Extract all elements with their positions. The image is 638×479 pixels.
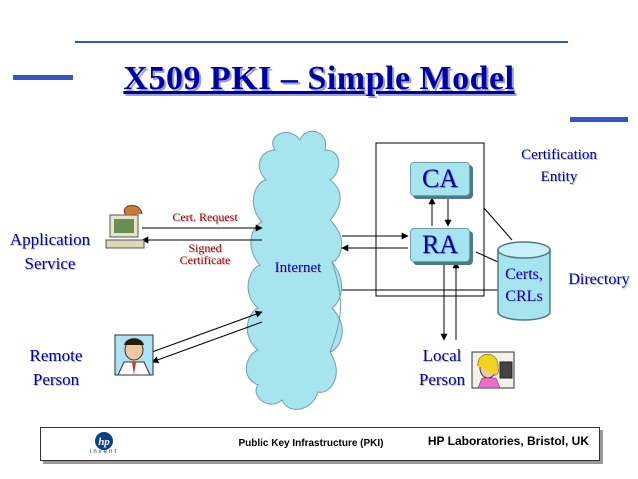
crls-label: CRLs — [505, 288, 543, 305]
signed-label: Signed — [188, 241, 222, 255]
signed-certificate-label: Signed Certificate — [160, 242, 250, 266]
svg-text:hp: hp — [98, 436, 110, 448]
service-label: Service — [24, 254, 76, 273]
certification-entity-box — [375, 142, 485, 297]
ca-directory-link — [483, 207, 513, 241]
certificate-label: Certificate — [179, 253, 231, 267]
remote-person-arrow-1 — [151, 310, 263, 353]
local-person-word: Person — [418, 370, 466, 389]
application-label: Application — [9, 230, 91, 249]
certification-label: Certification — [521, 147, 597, 163]
entity-label: Entity — [540, 169, 578, 185]
footer-right-text: HP Laboratories, Bristol, UK — [427, 434, 589, 448]
slide-title: X509 PKI – Simple Model — [123, 60, 515, 97]
hp-logo: hp — [95, 432, 113, 450]
internet-cloud — [245, 130, 343, 410]
local-person-icon — [471, 351, 515, 389]
footer-center-text: Public Key Infrastructure (PKI) — [238, 438, 384, 449]
directory-label: Directory — [568, 271, 630, 288]
application-service-label: Application Service — [2, 228, 98, 276]
footer-bar: hp invent Public Key Infrastructure (PKI… — [40, 427, 600, 461]
remote-label: Remote — [29, 346, 83, 365]
certification-entity-label: Certification Entity — [500, 144, 618, 188]
left-accent-bar — [13, 75, 73, 80]
certs-crls-label: Certs, CRLs — [498, 264, 550, 308]
person-label: Person — [32, 370, 80, 389]
certs-label: Certs, — [505, 266, 543, 283]
local-label: Local — [422, 346, 462, 365]
directory-cylinder — [497, 241, 551, 321]
top-rule — [75, 41, 568, 43]
internet-label: Internet — [274, 260, 322, 276]
computer-icon — [105, 205, 145, 249]
ra-directory-link — [475, 251, 499, 263]
remote-person-icon — [114, 334, 154, 376]
local-person-label: Local Person — [410, 344, 474, 392]
remote-person-label: Remote Person — [14, 344, 98, 392]
cert-request-label: Cert. Request — [172, 210, 238, 224]
right-accent-bar — [570, 117, 628, 122]
remote-person-arrow-2 — [151, 321, 263, 364]
ra-node: RA — [410, 228, 470, 262]
logo-tagline: invent — [89, 449, 118, 455]
ca-node: CA — [410, 162, 470, 196]
